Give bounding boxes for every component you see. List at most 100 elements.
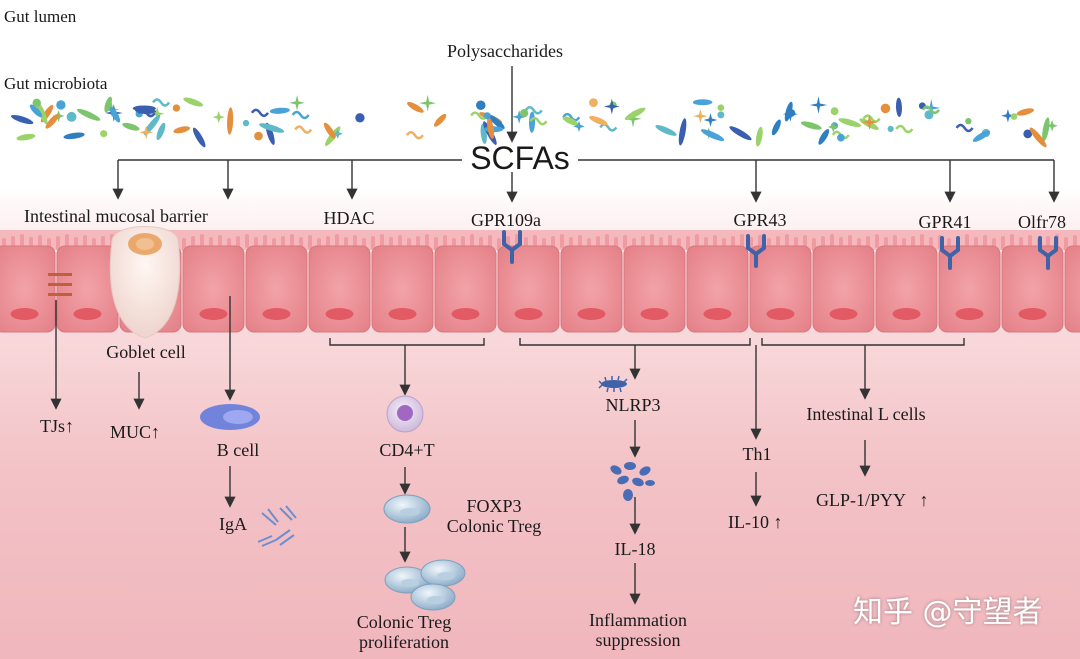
microbe-star bbox=[809, 96, 828, 114]
bacterium-spiral bbox=[250, 108, 269, 118]
bacterium-spiral bbox=[895, 124, 914, 134]
microvillus bbox=[650, 234, 654, 248]
bacterium-rod bbox=[407, 101, 424, 113]
microvillus bbox=[245, 234, 249, 248]
microvillus bbox=[20, 234, 24, 248]
bacterium-spiral bbox=[294, 125, 313, 134]
microbe-star bbox=[922, 99, 941, 117]
gpr43-label: GPR43 bbox=[733, 210, 787, 230]
nlrp3-inflammasome-icon bbox=[598, 375, 628, 393]
microvillus bbox=[695, 234, 699, 248]
microbe-star bbox=[1001, 109, 1015, 123]
cell-nucleus bbox=[451, 308, 480, 320]
bacterium-rod bbox=[729, 126, 752, 141]
bacterium-coccus bbox=[254, 131, 263, 141]
bacterium-coccus bbox=[476, 100, 486, 110]
bacterium-coccus bbox=[100, 130, 108, 138]
bacterium-rod bbox=[132, 105, 156, 112]
bacterium-coccus bbox=[520, 108, 529, 118]
scfas-label: SCFAs bbox=[470, 140, 570, 176]
microvillus bbox=[875, 234, 879, 248]
epithelial-cell bbox=[308, 245, 371, 333]
connector-lines bbox=[50, 66, 1060, 605]
gut-lumen-label: Gut lumen bbox=[4, 7, 77, 26]
th1-label: Th1 bbox=[742, 444, 772, 464]
bacterium-spiral bbox=[599, 123, 618, 132]
cell-nucleus bbox=[703, 308, 732, 320]
microvillus bbox=[803, 235, 807, 249]
microbe-star bbox=[289, 95, 305, 111]
b-cell-illustration bbox=[200, 404, 260, 430]
epithelial-cell bbox=[434, 245, 497, 333]
microbe-star bbox=[703, 113, 718, 127]
bacterium-rod bbox=[122, 122, 140, 131]
microvillus bbox=[740, 234, 744, 248]
epithelial-cell bbox=[497, 245, 560, 333]
microbe-star bbox=[419, 94, 437, 112]
microbe-star bbox=[624, 110, 642, 128]
b-cell-label: B cell bbox=[216, 440, 260, 460]
epithelial-cell bbox=[812, 245, 875, 333]
microvilli-strip bbox=[0, 230, 1080, 250]
bacterium-rod bbox=[104, 96, 113, 113]
bacterium-rod bbox=[700, 129, 725, 141]
microvillus bbox=[380, 234, 384, 248]
il18-cluster-icon bbox=[610, 462, 655, 501]
bacterium-coccus bbox=[1010, 113, 1018, 120]
bacterium-rod bbox=[156, 122, 166, 141]
cell-nucleus bbox=[955, 308, 984, 320]
bacterium-coccus bbox=[837, 133, 845, 142]
microvillus bbox=[560, 234, 564, 248]
bacterium-rod bbox=[972, 130, 991, 142]
epithelial-cell bbox=[182, 245, 245, 333]
iga-antibody-icon bbox=[257, 505, 297, 547]
olfr78-label: Olfr78 bbox=[1018, 212, 1066, 232]
epithelial-cell bbox=[875, 245, 938, 333]
receptor-icon bbox=[1038, 236, 1058, 270]
microvillus bbox=[965, 234, 969, 248]
bacterium-coccus bbox=[242, 119, 250, 127]
bacterium-coccus bbox=[717, 104, 725, 112]
microvillus bbox=[470, 234, 474, 248]
microvillus bbox=[371, 236, 375, 250]
microbe-star bbox=[512, 110, 526, 124]
bacterium-coccus bbox=[483, 112, 491, 120]
bacterium-coccus bbox=[924, 110, 934, 120]
watermark: 知乎 @守望者 bbox=[853, 595, 1043, 630]
cell-nucleus bbox=[514, 308, 543, 320]
microvillus bbox=[335, 234, 339, 248]
microvillus bbox=[623, 235, 627, 249]
bacterium-spiral bbox=[405, 130, 424, 140]
bacterium-rod bbox=[529, 111, 536, 133]
bacterium-spiral bbox=[524, 106, 543, 115]
cd4t-label: CD4+T bbox=[379, 440, 435, 460]
microvillus bbox=[785, 234, 789, 248]
bacterium-spiral bbox=[955, 123, 974, 133]
bacterium-spiral bbox=[291, 110, 310, 120]
il18-label: IL-18 bbox=[614, 539, 656, 559]
bacterium-rod bbox=[487, 117, 495, 139]
microbe-star bbox=[603, 98, 620, 115]
bacterium-coccus bbox=[717, 111, 725, 119]
microvillus bbox=[920, 234, 924, 248]
tight-junction-icon bbox=[48, 273, 72, 296]
bacterium-rod bbox=[433, 113, 447, 127]
cell-nucleus bbox=[199, 308, 228, 320]
microbe-star bbox=[861, 114, 878, 131]
microvillus bbox=[605, 234, 609, 248]
bacterium-rod bbox=[16, 133, 36, 141]
cd4t-cell-illustration bbox=[386, 395, 424, 433]
bacterium-rod bbox=[143, 114, 161, 136]
microvillus bbox=[290, 234, 294, 248]
bacterium-rod bbox=[77, 108, 101, 121]
receptor-icon bbox=[502, 230, 522, 264]
epithelial-cell bbox=[938, 245, 1001, 333]
bacterium-coccus bbox=[172, 104, 181, 112]
bacterium-rod bbox=[45, 114, 59, 129]
goblet-cell-label: Goblet cell bbox=[106, 342, 186, 362]
cell-nucleus bbox=[325, 308, 354, 320]
bacterium-spiral bbox=[152, 98, 171, 107]
bacterium-rod bbox=[269, 107, 290, 114]
